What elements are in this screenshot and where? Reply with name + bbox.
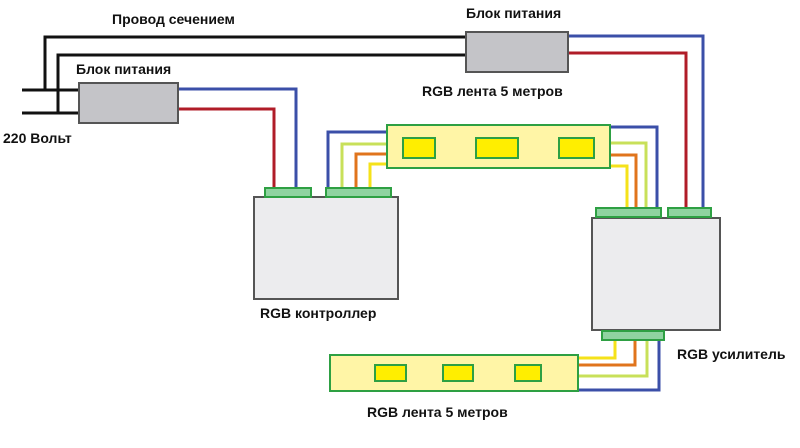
ctrl-strip-blue-wire bbox=[326, 130, 388, 188]
strip-amp-orange-wire bbox=[610, 153, 638, 208]
mains-wires bbox=[22, 35, 465, 115]
ctrl-strip-orange-wire bbox=[354, 152, 388, 188]
amp-strip-yellow-wire bbox=[578, 340, 617, 360]
ctrl-strip-lime-wire bbox=[340, 142, 388, 188]
controller-label: RGB контроллер bbox=[260, 305, 377, 321]
amplifier-box bbox=[591, 217, 721, 331]
led-bottom-1 bbox=[374, 364, 407, 382]
strip-bottom-label: RGB лента 5 метров bbox=[367, 404, 508, 420]
amp-strip-blue-wire bbox=[578, 340, 661, 392]
amplifier-input-connector bbox=[595, 207, 662, 218]
led-bottom-3 bbox=[514, 364, 542, 382]
amp-strip-orange-wire bbox=[578, 340, 637, 367]
strip-top-label: RGB лента 5 метров bbox=[422, 83, 563, 99]
long-wire-1 bbox=[43, 35, 465, 90]
psu-left-blue-wire bbox=[178, 87, 298, 188]
amp-strip-lime-wire bbox=[578, 340, 649, 378]
wire-section-label: Провод сечением bbox=[112, 11, 235, 27]
psu-right-blue-wire bbox=[568, 34, 705, 208]
mains-label: 220 Вольт bbox=[3, 130, 72, 146]
psu-left-label: Блок питания bbox=[76, 61, 172, 77]
led-top-1 bbox=[402, 137, 436, 159]
amplifier-output-connector bbox=[601, 330, 665, 341]
psu-right bbox=[465, 31, 569, 73]
psu-right-label: Блок питания bbox=[466, 5, 562, 21]
psu-left-red-wire bbox=[178, 107, 276, 188]
amplifier-power-connector bbox=[667, 207, 712, 218]
controller-box bbox=[253, 196, 399, 300]
long-wire-2 bbox=[56, 53, 465, 113]
led-bottom-2 bbox=[442, 364, 474, 382]
psu-right-red-wire bbox=[568, 51, 688, 208]
amplifier-label: RGB усилитель bbox=[677, 346, 786, 362]
controller-power-connector bbox=[264, 187, 312, 198]
strip-amp-blue-wire bbox=[610, 125, 659, 208]
controller-rgb-connector bbox=[325, 187, 392, 198]
led-top-2 bbox=[475, 137, 519, 159]
strip-amp-lime-wire bbox=[610, 141, 648, 208]
strip-amp-yellow-wire bbox=[610, 164, 629, 208]
psu-left bbox=[78, 82, 179, 124]
led-top-3 bbox=[558, 137, 595, 159]
ctrl-strip-yellow-wire bbox=[368, 162, 388, 188]
